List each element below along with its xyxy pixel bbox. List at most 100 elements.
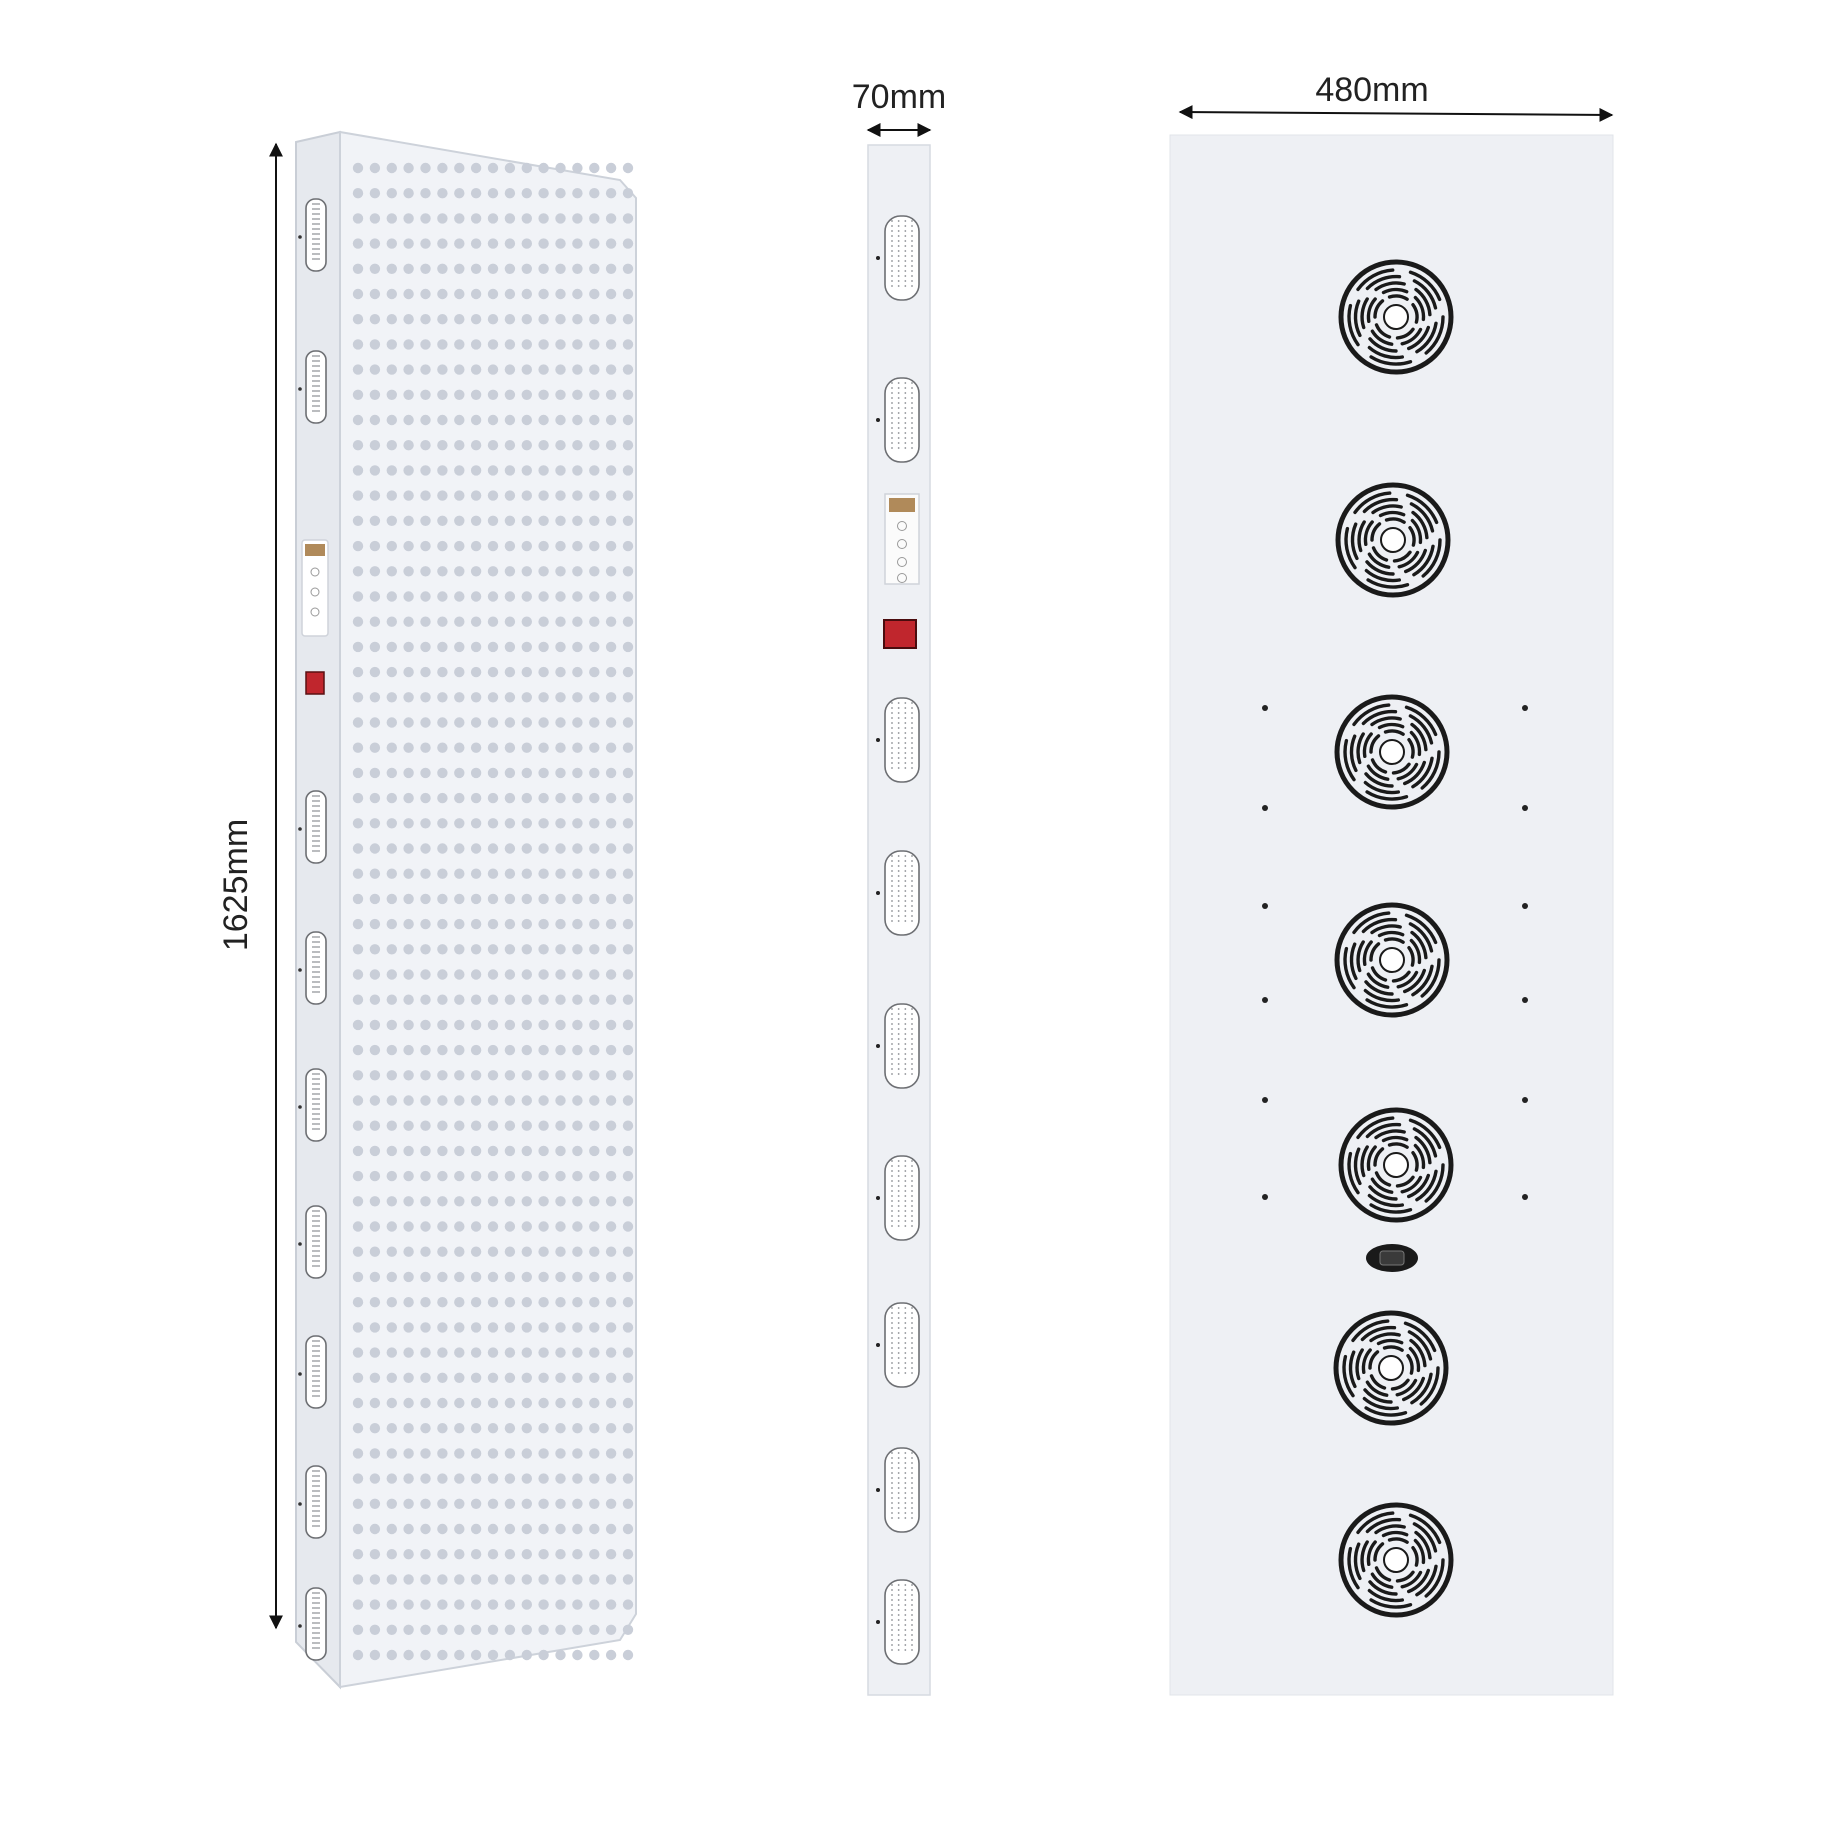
led-dot bbox=[538, 1221, 549, 1232]
led-dot bbox=[437, 566, 448, 577]
led-dot bbox=[538, 868, 549, 879]
led-dot bbox=[487, 339, 499, 350]
led-dot bbox=[605, 364, 617, 375]
led-dot bbox=[589, 1397, 600, 1409]
led-dot bbox=[622, 1145, 634, 1157]
led-dot bbox=[622, 188, 634, 199]
led-dot bbox=[420, 1574, 431, 1585]
led-dot bbox=[622, 465, 634, 476]
led-dot bbox=[605, 1120, 617, 1131]
led-dot bbox=[369, 1448, 381, 1459]
led-dot bbox=[538, 1372, 549, 1384]
led-dot bbox=[403, 843, 414, 854]
led-dot bbox=[589, 1271, 600, 1283]
led-dot bbox=[538, 162, 549, 174]
led-dot bbox=[521, 465, 532, 476]
led-dot bbox=[572, 591, 583, 602]
led-dot bbox=[386, 1246, 397, 1257]
led-dot bbox=[538, 1523, 549, 1535]
led-dot bbox=[589, 1624, 600, 1636]
led-dot bbox=[521, 515, 532, 526]
led-dot bbox=[352, 389, 364, 400]
led-dot bbox=[352, 843, 364, 854]
led-dot bbox=[352, 1246, 364, 1257]
led-dot bbox=[470, 1549, 482, 1560]
led-dot bbox=[470, 994, 482, 1005]
led-dot bbox=[605, 1372, 617, 1384]
led-dot bbox=[521, 1120, 532, 1131]
led-dot bbox=[454, 389, 465, 400]
led-dot bbox=[504, 1549, 516, 1560]
led-dot bbox=[521, 1170, 532, 1182]
led-dot bbox=[521, 566, 532, 577]
led-dot bbox=[622, 1473, 634, 1484]
led-dot bbox=[420, 1246, 431, 1257]
led-dot bbox=[589, 868, 600, 879]
led-dot bbox=[487, 238, 499, 249]
led-dot bbox=[454, 490, 465, 501]
led-dot bbox=[555, 893, 566, 905]
led-dot bbox=[437, 339, 448, 350]
led-dot bbox=[622, 1070, 634, 1081]
led-dot bbox=[504, 238, 516, 249]
led-dot bbox=[470, 1498, 482, 1510]
led-dot bbox=[403, 288, 414, 300]
led-dot bbox=[470, 1423, 482, 1434]
led-dot bbox=[420, 1649, 431, 1661]
led-dot bbox=[420, 1297, 431, 1308]
led-dot bbox=[386, 616, 397, 627]
led-dot bbox=[403, 818, 414, 829]
led-dot bbox=[386, 692, 397, 703]
led-dot bbox=[487, 692, 499, 703]
front-vent bbox=[305, 1465, 327, 1539]
led-dot bbox=[572, 1322, 583, 1333]
led-dot bbox=[487, 1221, 499, 1232]
led-dot bbox=[572, 1624, 583, 1636]
led-dot bbox=[521, 969, 532, 980]
led-dot bbox=[420, 591, 431, 602]
led-dot bbox=[386, 1297, 397, 1308]
led-dot bbox=[386, 666, 397, 678]
led-dot bbox=[572, 1297, 583, 1308]
led-dot bbox=[454, 868, 465, 879]
led-dot bbox=[504, 339, 516, 350]
led-dot bbox=[403, 515, 414, 526]
led-dot bbox=[487, 1145, 499, 1157]
led-dot bbox=[420, 339, 431, 350]
led-dot bbox=[572, 1271, 583, 1283]
led-dot bbox=[470, 263, 482, 274]
led-dot bbox=[605, 213, 617, 224]
led-dot bbox=[420, 414, 431, 426]
led-dot bbox=[454, 893, 465, 905]
led-dot bbox=[589, 1423, 600, 1434]
led-dot bbox=[521, 792, 532, 804]
led-dot bbox=[437, 969, 448, 980]
led-dot bbox=[352, 742, 364, 753]
led-dot bbox=[369, 162, 381, 174]
led-dot bbox=[622, 918, 634, 930]
led-dot bbox=[572, 969, 583, 980]
led-dot bbox=[538, 767, 549, 779]
led-dot bbox=[386, 440, 397, 451]
led-dot bbox=[487, 440, 499, 451]
led-dot bbox=[454, 1196, 465, 1207]
led-dot bbox=[538, 389, 549, 400]
width-label: 480mm bbox=[1315, 71, 1428, 109]
led-dot bbox=[521, 918, 532, 930]
led-dot bbox=[369, 1170, 381, 1182]
led-dot bbox=[538, 1599, 549, 1610]
led-dot bbox=[521, 490, 532, 501]
led-dot bbox=[403, 1120, 414, 1131]
led-dot bbox=[504, 389, 516, 400]
led-dot bbox=[622, 591, 634, 602]
led-dot bbox=[386, 1019, 397, 1031]
led-dot bbox=[504, 515, 516, 526]
led-dot bbox=[521, 238, 532, 249]
led-dot bbox=[386, 1649, 397, 1661]
led-dot bbox=[538, 1070, 549, 1081]
led-dot bbox=[538, 314, 549, 325]
led-dot bbox=[487, 1574, 499, 1585]
led-dot bbox=[605, 288, 617, 300]
led-dot bbox=[572, 1019, 583, 1031]
